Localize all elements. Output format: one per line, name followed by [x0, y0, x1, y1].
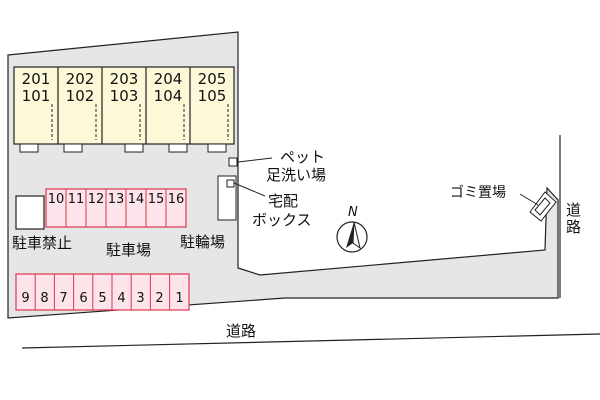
bicycle-parking-label: 駐輪場	[180, 233, 226, 251]
parking-label: 駐車場	[106, 241, 152, 259]
compass-north-label: N	[348, 205, 358, 220]
parking-space-number: 3	[136, 291, 145, 306]
road-right-label: 道路	[566, 201, 582, 236]
no-parking-label: 駐車禁止	[12, 234, 73, 252]
unit-number: 102	[65, 87, 95, 105]
parking-space-number: 15	[147, 192, 165, 207]
parking-space-number: 4	[117, 291, 126, 306]
parking-space-number: 6	[79, 291, 88, 306]
unit-number: 105	[197, 87, 227, 105]
parking-lower-group	[15, 273, 190, 311]
parking-space-number: 13	[107, 192, 125, 207]
road-bottom-line	[21, 333, 600, 349]
parking-space-number: 14	[127, 192, 145, 207]
compass-icon	[336, 221, 368, 253]
parking-space-number: 1	[175, 291, 184, 306]
parking-space-number: 10	[47, 192, 65, 207]
unit-number: 101	[21, 87, 51, 105]
parking-space-number: 7	[59, 291, 68, 306]
pet-foot-wash-label: ペット	[280, 148, 326, 166]
parking-space-number: 16	[167, 192, 185, 207]
stair-dashed-lines	[51, 104, 229, 140]
garbage-area	[519, 191, 557, 222]
parking-upper-group	[45, 188, 187, 228]
unit-number: 205	[197, 70, 227, 88]
delivery-box-label: ボックス	[252, 211, 312, 229]
parking-space-number: 12	[87, 192, 105, 207]
apartment-building	[13, 66, 235, 145]
delivery-box-label: 宅配	[268, 192, 299, 210]
parking-space-number: 8	[40, 291, 49, 306]
entrance-steps	[19, 143, 227, 153]
unit-number: 104	[153, 87, 183, 105]
unit-number: 103	[109, 87, 139, 105]
parking-space-number: 5	[98, 291, 107, 306]
pet-foot-wash-label: 足洗い場	[266, 166, 327, 184]
parking-space-number: 2	[155, 291, 164, 306]
unit-dividers	[57, 67, 191, 144]
garbage-area-label: ゴミ置場	[450, 185, 506, 201]
unit-number: 202	[65, 70, 95, 88]
pet-foot-wash	[228, 157, 238, 167]
unit-number: 204	[153, 70, 183, 88]
parking-space-number: 9	[21, 291, 30, 306]
unit-number: 201	[21, 70, 51, 88]
no-parking-box	[15, 195, 45, 230]
road-bottom-label: 道路	[226, 322, 257, 340]
unit-number: 203	[109, 70, 139, 88]
parking-space-number: 11	[67, 192, 85, 207]
